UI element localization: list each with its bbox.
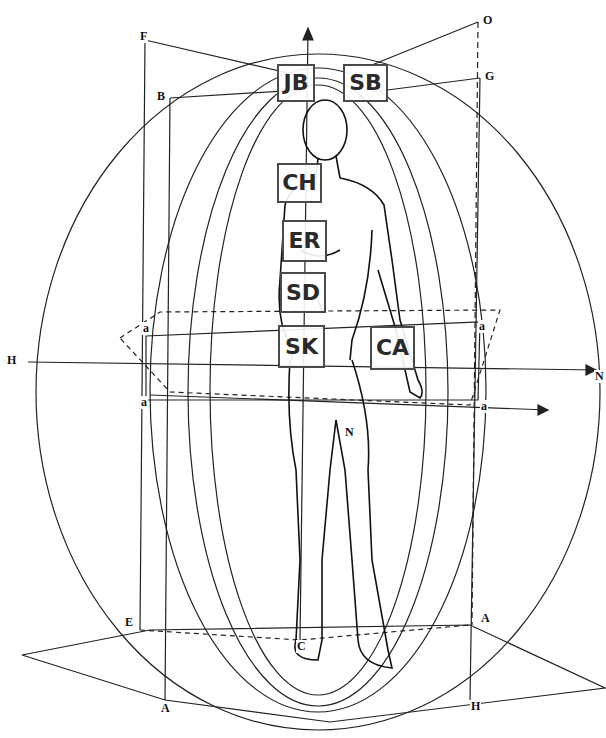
box-label: JB [284,72,309,94]
point-letter: G [484,70,495,83]
label-box: SD [280,272,326,313]
ground-plane [22,625,605,722]
outer-ellipse [36,54,600,730]
point-letter: N [594,370,605,383]
label-box: SK [278,325,325,368]
inner-ellipse [210,85,426,695]
point-letter: H [6,354,17,367]
point-letter: a [480,400,488,413]
axis-line [150,395,548,410]
arrowhead [303,28,313,40]
box-label: CH [282,172,317,194]
point-letter: A [480,612,491,625]
point-letter: a [478,320,486,333]
point-letter: B [156,90,166,103]
point-letter: N [344,426,355,439]
plane-edge [372,22,478,65]
arrowhead [538,405,548,415]
point-letter: A [160,702,171,715]
box-label: SK [285,336,318,358]
point-letter: C [296,640,307,653]
point-letter: H [470,700,481,713]
middle-ellipse [150,68,486,712]
label-box: SB [343,64,388,102]
box-label: SB [349,72,382,94]
label-box: CA [370,326,415,370]
box-label: CA [376,337,409,359]
point-letter: F [139,30,148,43]
point-letter: E [124,616,134,629]
label-box: ER [282,220,327,262]
hidden-edge [140,625,470,640]
horizontal-plane [120,310,500,405]
point-letter: a [142,322,150,335]
inner-ellipse [188,78,448,706]
point-letter: a [140,396,148,409]
label-box: JB [277,64,315,102]
label-box: CH [277,163,322,203]
point-letter: O [482,14,493,27]
box-label: ER [289,230,321,252]
human-figure [279,100,422,668]
horizontal-plane [146,322,480,400]
box-label: SD [286,282,320,304]
plane-edge [372,78,480,92]
plane-edge [165,98,170,700]
